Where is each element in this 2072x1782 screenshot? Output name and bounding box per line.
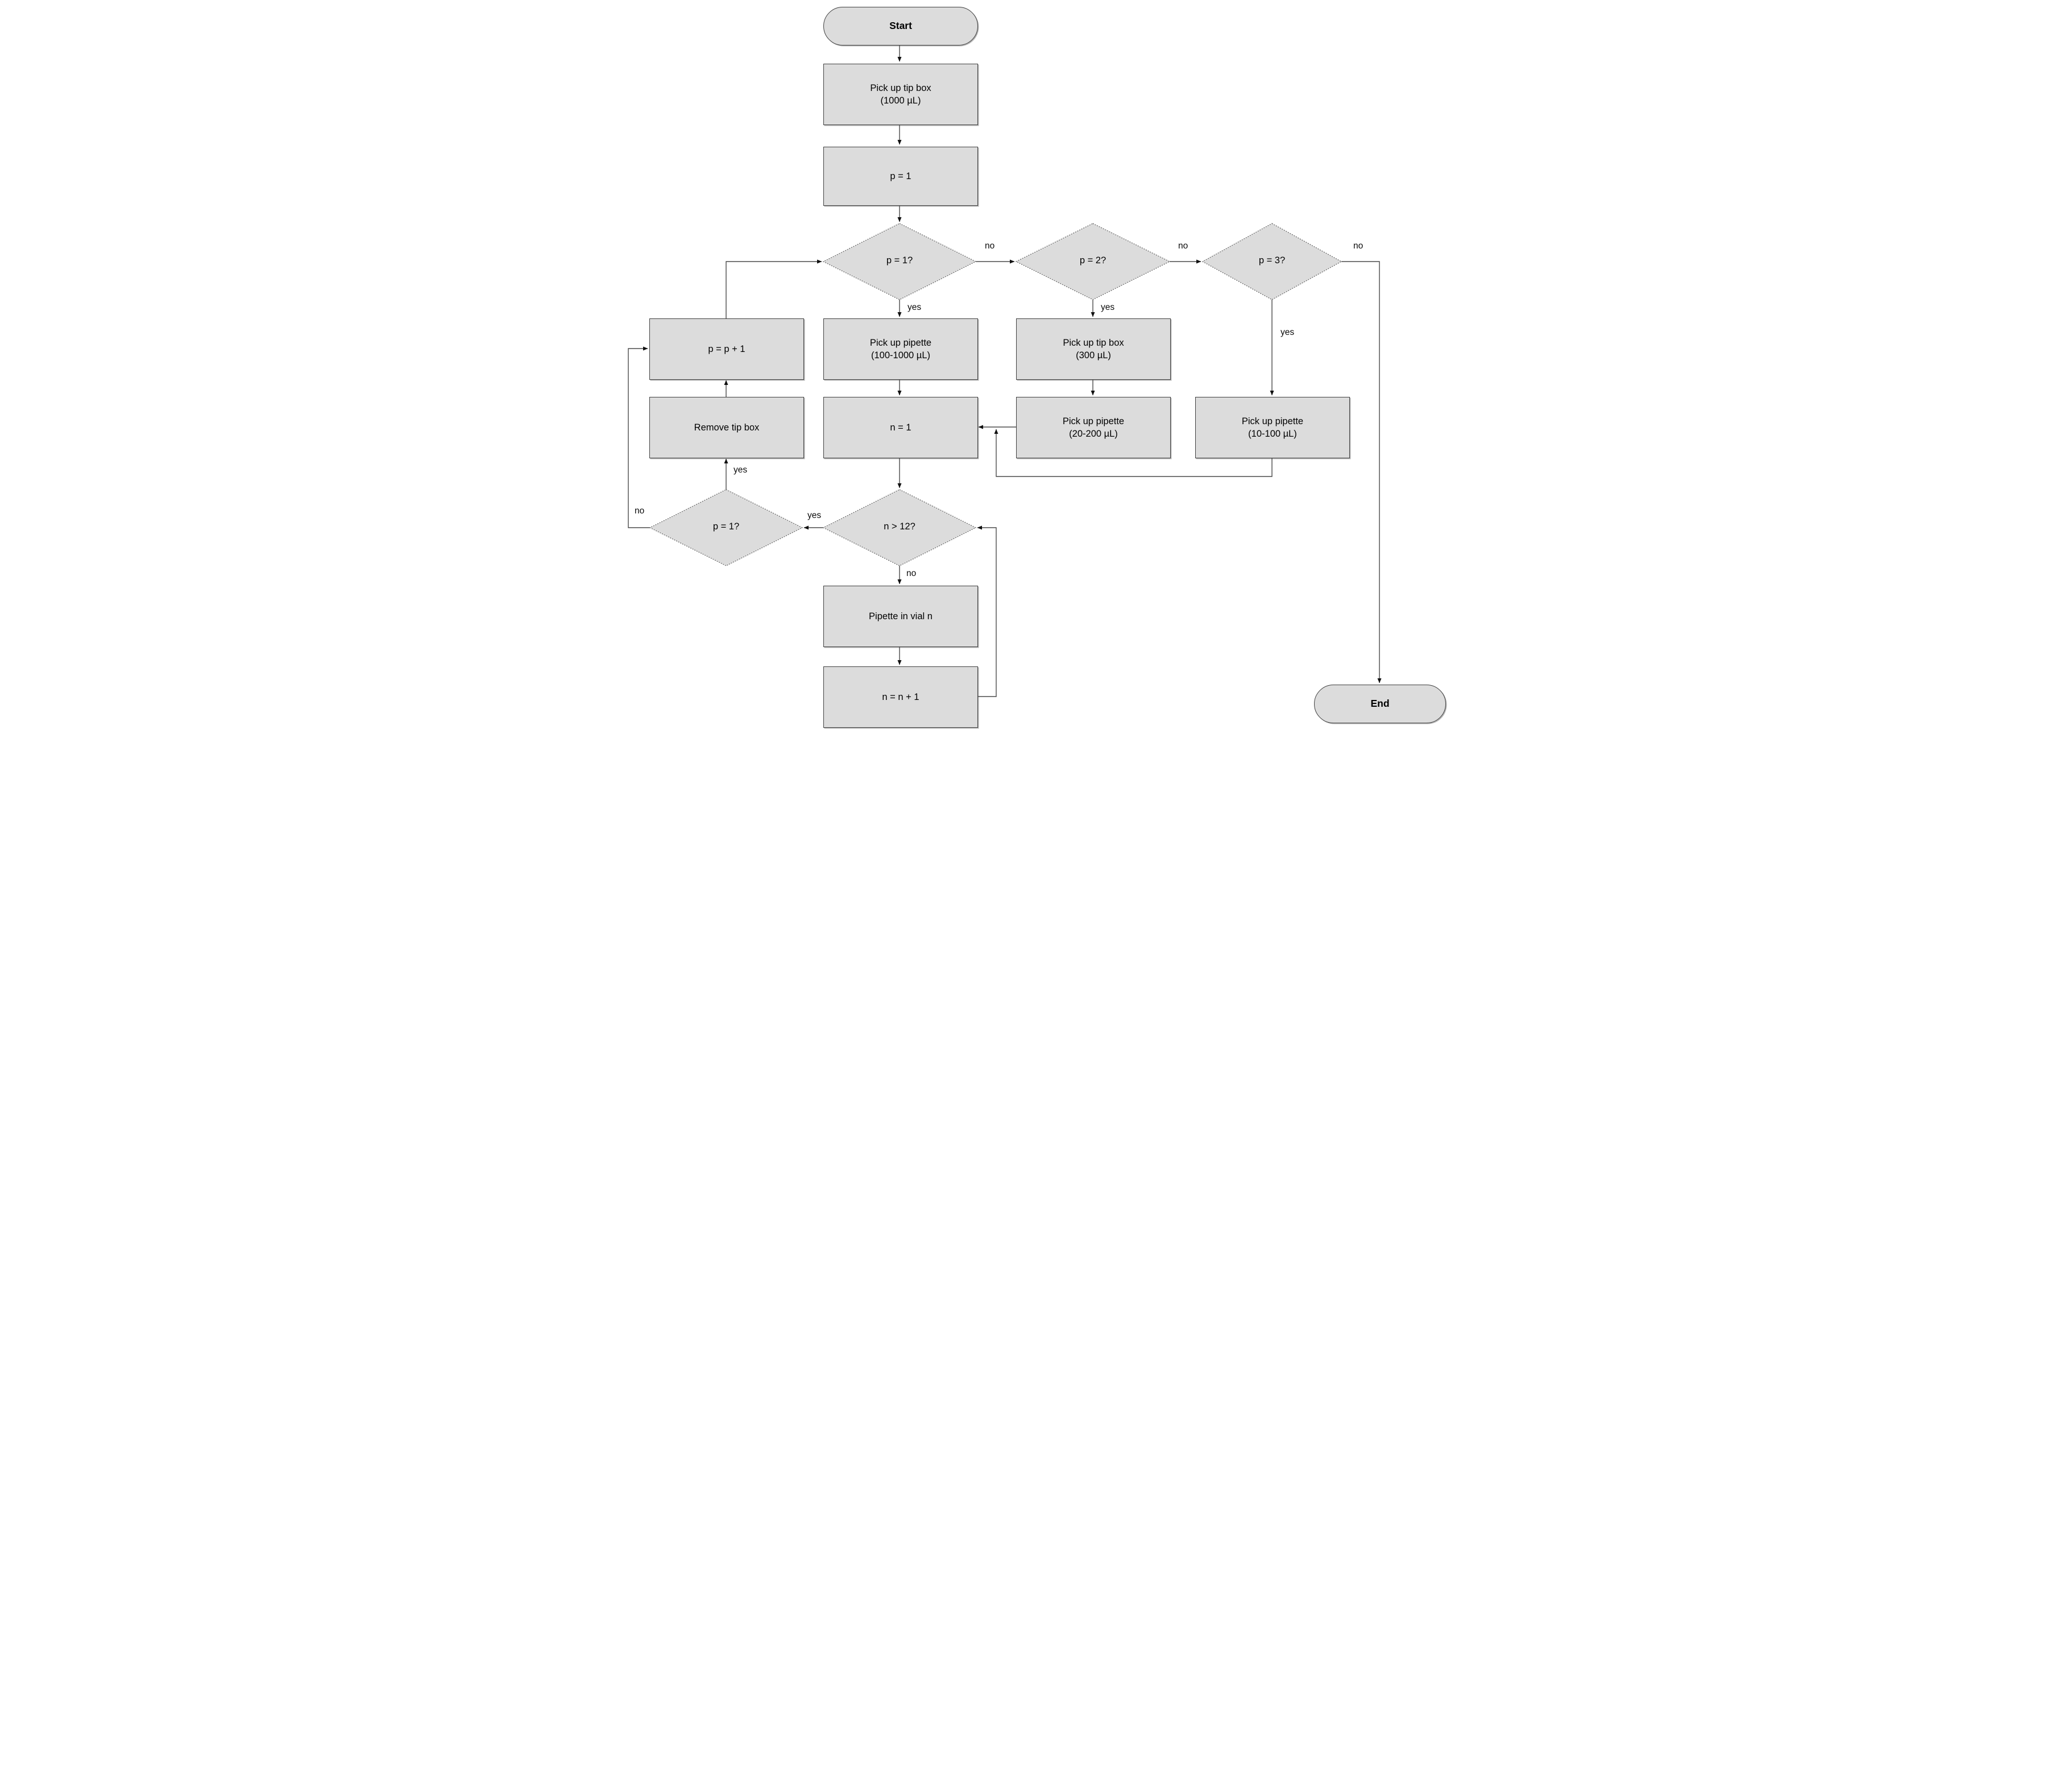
end-terminator: End: [1314, 685, 1446, 723]
decision-p3-shape: [1201, 223, 1342, 300]
label-p3question-yes: yes: [1281, 328, 1295, 337]
label-p1bottom-no: no: [635, 506, 645, 516]
edge-pipette10-merge-to-neq1: [994, 429, 1273, 477]
label-p1question-no: no: [985, 241, 995, 251]
connector-layer: [628, 44, 1382, 697]
label-p3question-no: no: [1353, 241, 1364, 251]
process-remove-tip-box-label: Remove tip box: [694, 422, 760, 433]
process-pipette-in-vial-label: Pipette in vial n: [869, 611, 933, 621]
process-pick-pipette-10-100-line1: Pick up pipette: [1241, 416, 1304, 426]
process-pick-tip-300: Pick up tip box (300 µL): [1016, 318, 1171, 380]
edge-p3question-no-to-end: [1341, 261, 1382, 683]
process-pick-tip-1000: Pick up tip box (1000 µL): [823, 64, 978, 125]
label-p2question-yes: yes: [1101, 302, 1115, 312]
process-pick-tip-1000-line2: (1000 µL): [880, 96, 921, 106]
process-p-plus-1: p = p + 1: [649, 318, 804, 380]
process-p-eq-1-label: p = 1: [890, 171, 911, 181]
process-pick-pipette-100-1000: Pick up pipette (100-1000 µL): [823, 318, 978, 380]
decision-p1-bottom-shape: [649, 489, 803, 566]
process-pipette-in-vial: Pipette in vial n: [823, 586, 978, 647]
process-n-eq-1-label: n = 1: [890, 422, 911, 433]
label-ngt12-no: no: [906, 569, 917, 578]
label-ngt12-yes: yes: [807, 511, 822, 520]
process-n-eq-1: n = 1: [823, 397, 978, 458]
edge-pplus1-to-p1question: [726, 259, 822, 318]
label-p1bottom-yes: yes: [734, 465, 748, 475]
process-pick-pipette-10-100-line2: (10-100 µL): [1248, 429, 1297, 439]
process-pick-pipette-100-1000-line2: (100-1000 µL): [871, 350, 930, 360]
flowchart-canvas: Start Pick up tip box (1000 µL) p = 1 p …: [621, 0, 1451, 745]
start-terminator: Start: [823, 7, 978, 45]
process-pick-tip-300-line1: Pick up tip box: [1063, 337, 1124, 348]
decision-p1-shape: [822, 223, 977, 300]
process-p-plus-1-label: p = p + 1: [708, 343, 745, 354]
edge-nplus1-loop-to-ngt12: [977, 525, 997, 697]
process-pick-pipette-100-1000-line1: Pick up pipette: [869, 337, 932, 348]
process-p-eq-1: p = 1: [823, 147, 978, 206]
decision-ngt12-shape: [822, 489, 977, 566]
process-remove-tip-box: Remove tip box: [649, 397, 804, 458]
process-pick-tip-300-line2: (300 µL): [1076, 350, 1111, 360]
start-label: Start: [889, 20, 912, 32]
process-pick-pipette-20-200-line2: (20-200 µL): [1069, 429, 1118, 439]
process-pick-pipette-10-100: Pick up pipette (10-100 µL): [1195, 397, 1350, 458]
end-label: End: [1370, 698, 1390, 710]
label-p2question-no: no: [1178, 241, 1188, 251]
label-p1question-yes: yes: [907, 302, 922, 312]
process-pick-pipette-20-200-line1: Pick up pipette: [1062, 416, 1125, 426]
process-n-plus-1-label: n = n + 1: [882, 691, 919, 702]
process-pick-pipette-20-200: Pick up pipette (20-200 µL): [1016, 397, 1171, 458]
process-n-plus-1: n = n + 1: [823, 666, 978, 728]
process-pick-tip-1000-line1: Pick up tip box: [870, 82, 931, 93]
edge-p1bottom-no-to-pplus1: [628, 346, 650, 528]
decision-p2-shape: [1015, 223, 1171, 300]
